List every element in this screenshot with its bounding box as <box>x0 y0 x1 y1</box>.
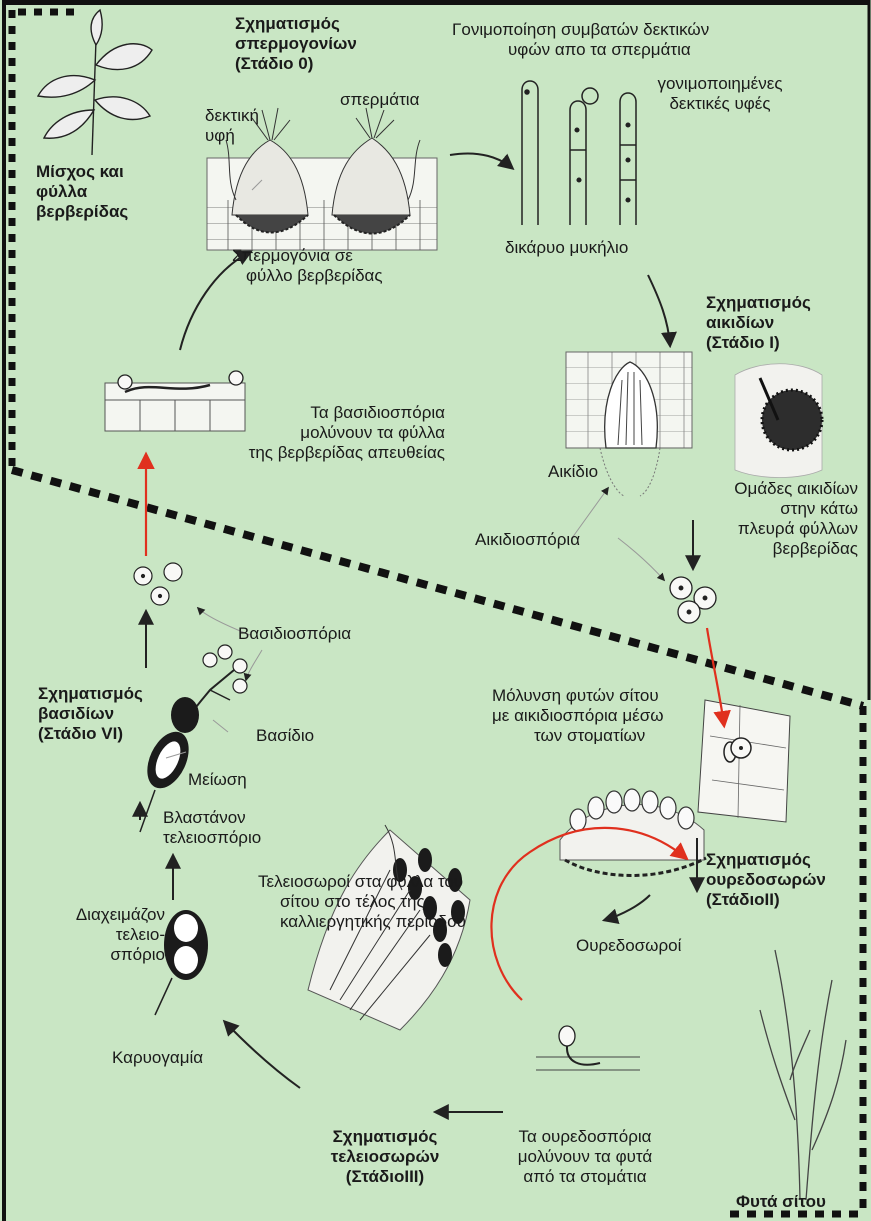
fertilization-title-line: υφών απο τα σπερμάτια <box>508 40 691 59</box>
stage6-title-line: βασιδίων <box>38 704 115 723</box>
stage3-title-line: τελειοσωρών <box>330 1147 440 1166</box>
teliospore-illustration <box>154 910 208 1016</box>
basidiospore-infection-line: της βερβερίδας απευθείας <box>248 443 445 462</box>
spermogonia-caption: Σπερμογόνια σε φύλλο βερβερίδας <box>232 246 383 286</box>
stage0-title-line: σπερμογονίων <box>235 34 357 53</box>
urediniospores-line: Τα ουρεδοσπόρια <box>518 1127 652 1146</box>
barberry-label-line: φύλλα <box>36 182 88 201</box>
spermogonia-caption-line: Σπερμογόνια σε <box>232 246 353 265</box>
spermogonia-illustration <box>206 107 438 251</box>
receptive-hypha-label: δεκτική υφή <box>205 106 259 146</box>
stage0-title-line: Σχηματισμός <box>235 14 340 33</box>
urediniospores-infection-text: Τα ουρεδοσπόρια μολύνουν τα φυτά από τα … <box>490 1127 680 1187</box>
wheat-plants-label: Φυτά σίτου <box>736 1192 826 1211</box>
basidiospore-infection-text: Τα βασιδιοσπόρια μολύνουν τα φύλλα της β… <box>200 403 445 463</box>
barberry-label-line: βερβερίδας <box>36 202 129 221</box>
wheat-infection-text: Μόλυνση φυτών σίτου με αικιδιοσπόρια μέσ… <box>492 686 664 746</box>
basidiospore-infection-line: μολύνουν τα φύλλα <box>300 423 445 442</box>
barberry-plant-label: Μίσχος και φύλλα βερβερίδας <box>36 162 128 222</box>
barberry-plant-sketch <box>36 8 153 156</box>
basidiospores-label: Βασιδιοσπόρια <box>238 624 352 643</box>
dikaryon-label: δικάρυο μυκήλιο <box>505 238 629 257</box>
uredinia-illustration <box>559 788 707 877</box>
telia-note-line: σίτου στο τέλος της <box>280 892 425 911</box>
stage1-title-line: (Στάδιο I) <box>706 333 780 352</box>
pointer-lines <box>165 179 666 759</box>
stage2-title-line: ουρεδοσωρών <box>706 870 826 889</box>
germinating-label-line: τελειοσπόριο <box>163 828 262 847</box>
aecial-clusters-line: πλευρά φύλλων <box>737 519 858 538</box>
fertilization-title-line: Γονιμοποίηση συμβατών δεκτικών <box>452 20 710 39</box>
urediniospore-infection-illustration <box>536 1025 640 1071</box>
receptive-label-line: δεκτική <box>205 106 259 125</box>
stage6-title-line: Σχηματισμός <box>38 684 143 703</box>
stage2-title: Σχηματισμός ουρεδοσωρών (ΣτάδιοII) <box>706 850 826 910</box>
stage6-title: Σχηματισμός βασιδίων (Στάδιο VI) <box>38 684 143 744</box>
spermogonia-caption-line: φύλλο βερβερίδας <box>246 266 383 285</box>
fertilized-label-line: γονιμοποιημένες <box>657 74 783 93</box>
stage3-title: Σχηματισμός τελειοσωρών (ΣτάδιοIII) <box>300 1127 470 1187</box>
meiosis-label: Μείωση <box>188 770 247 789</box>
stage1-title-line: αικιδίων <box>706 313 775 332</box>
aeciospores-label: Αικιδιοσπόρια <box>475 530 581 549</box>
aecial-clusters-label: Ομάδες αικιδίων στην κάτω πλευρά φύλλων … <box>670 479 858 559</box>
telia-note-text: Τελειοσωροί στα φύλλα του σίτου στο τέλο… <box>258 872 466 932</box>
telia-note-line: καλλιεργητικής περιόδου <box>280 912 466 931</box>
fertilized-hyphae-illustration <box>521 80 637 225</box>
urediniospores-line: από τα στομάτια <box>523 1167 647 1186</box>
overwintering-label-line: σπόριο <box>110 945 165 964</box>
basidium-illustration <box>139 644 248 833</box>
stage2-title-line: (ΣτάδιοII) <box>706 890 780 909</box>
wheat-plant-sketch <box>759 949 847 1201</box>
spermatia-label: σπερμάτια <box>340 90 420 109</box>
red-arrows <box>137 451 731 1001</box>
telia-illustration <box>307 824 471 1031</box>
fertilized-label-line: δεκτικές υφές <box>669 94 771 113</box>
telia-note-line: Τελειοσωροί στα φύλλα του <box>258 872 464 891</box>
aecial-clusters-line: βερβερίδας <box>772 539 858 558</box>
stomata-infection-illustration <box>697 699 791 823</box>
wheat-infection-line: των στοματίων <box>534 726 646 745</box>
urediniospores-line: μολύνουν τα φυτά <box>517 1147 653 1166</box>
stage3-title-line: Σχηματισμός <box>332 1127 438 1146</box>
germinating-teliospore-label: Βλαστάνον τελειοσπόριο <box>163 808 261 848</box>
receptive-label-line: υφή <box>205 126 235 145</box>
aecium-label: Αικίδιο <box>548 462 599 481</box>
stage6-title-line: (Στάδιο VI) <box>38 724 123 743</box>
basidium-label: Βασίδιο <box>256 726 315 745</box>
karyogamy-label: Καρυογαμία <box>112 1048 204 1067</box>
aecium-illustration <box>565 351 693 497</box>
fertilized-hyphae-label: γονιμοποιημένες δεκτικές υφές <box>620 74 820 114</box>
overwintering-label-line: τελειο- <box>115 925 165 944</box>
overwintering-teliospore-label: Διαχειμάζον τελειο- σπόριο <box>50 905 165 965</box>
wheat-infection-line: με αικιδιοσπόρια μέσω <box>492 706 664 725</box>
wheat-infection-line: Μόλυνση φυτών σίτου <box>492 686 659 705</box>
stage1-title: Σχηματισμός αικιδίων (Στάδιο I) <box>706 293 811 353</box>
basidiospore-infection-line: Τα βασιδιοσπόρια <box>310 403 445 422</box>
overwintering-label-line: Διαχειμάζον <box>75 905 165 924</box>
germinating-label-line: Βλαστάνον <box>163 808 246 827</box>
aecial-clusters-line: Ομάδες αικιδίων <box>734 479 858 498</box>
stage1-title-line: Σχηματισμός <box>706 293 811 312</box>
aecial-cluster-illustration <box>734 363 824 478</box>
basidiospore-leaf-infection-illustration <box>104 370 246 432</box>
cycle-arrows <box>132 152 705 1120</box>
uredinia-label: Ουρεδοσωροί <box>576 936 682 955</box>
basidiospores-illustration <box>133 562 183 606</box>
stage0-title: Σχηματισμός σπερμογονίων (Στάδιο 0) <box>235 14 357 74</box>
aeciospores-illustration <box>669 576 717 624</box>
stage0-title-line: (Στάδιο 0) <box>235 54 314 73</box>
fertilization-title: Γονιμοποίηση συμβατών δεκτικών υφών απο … <box>452 20 709 60</box>
stage3-title-line: (ΣτάδιοIII) <box>345 1167 425 1186</box>
stage2-title-line: Σχηματισμός <box>706 850 811 869</box>
barberry-label-line: Μίσχος και <box>36 162 124 181</box>
aecial-clusters-line: στην κάτω <box>780 499 858 518</box>
